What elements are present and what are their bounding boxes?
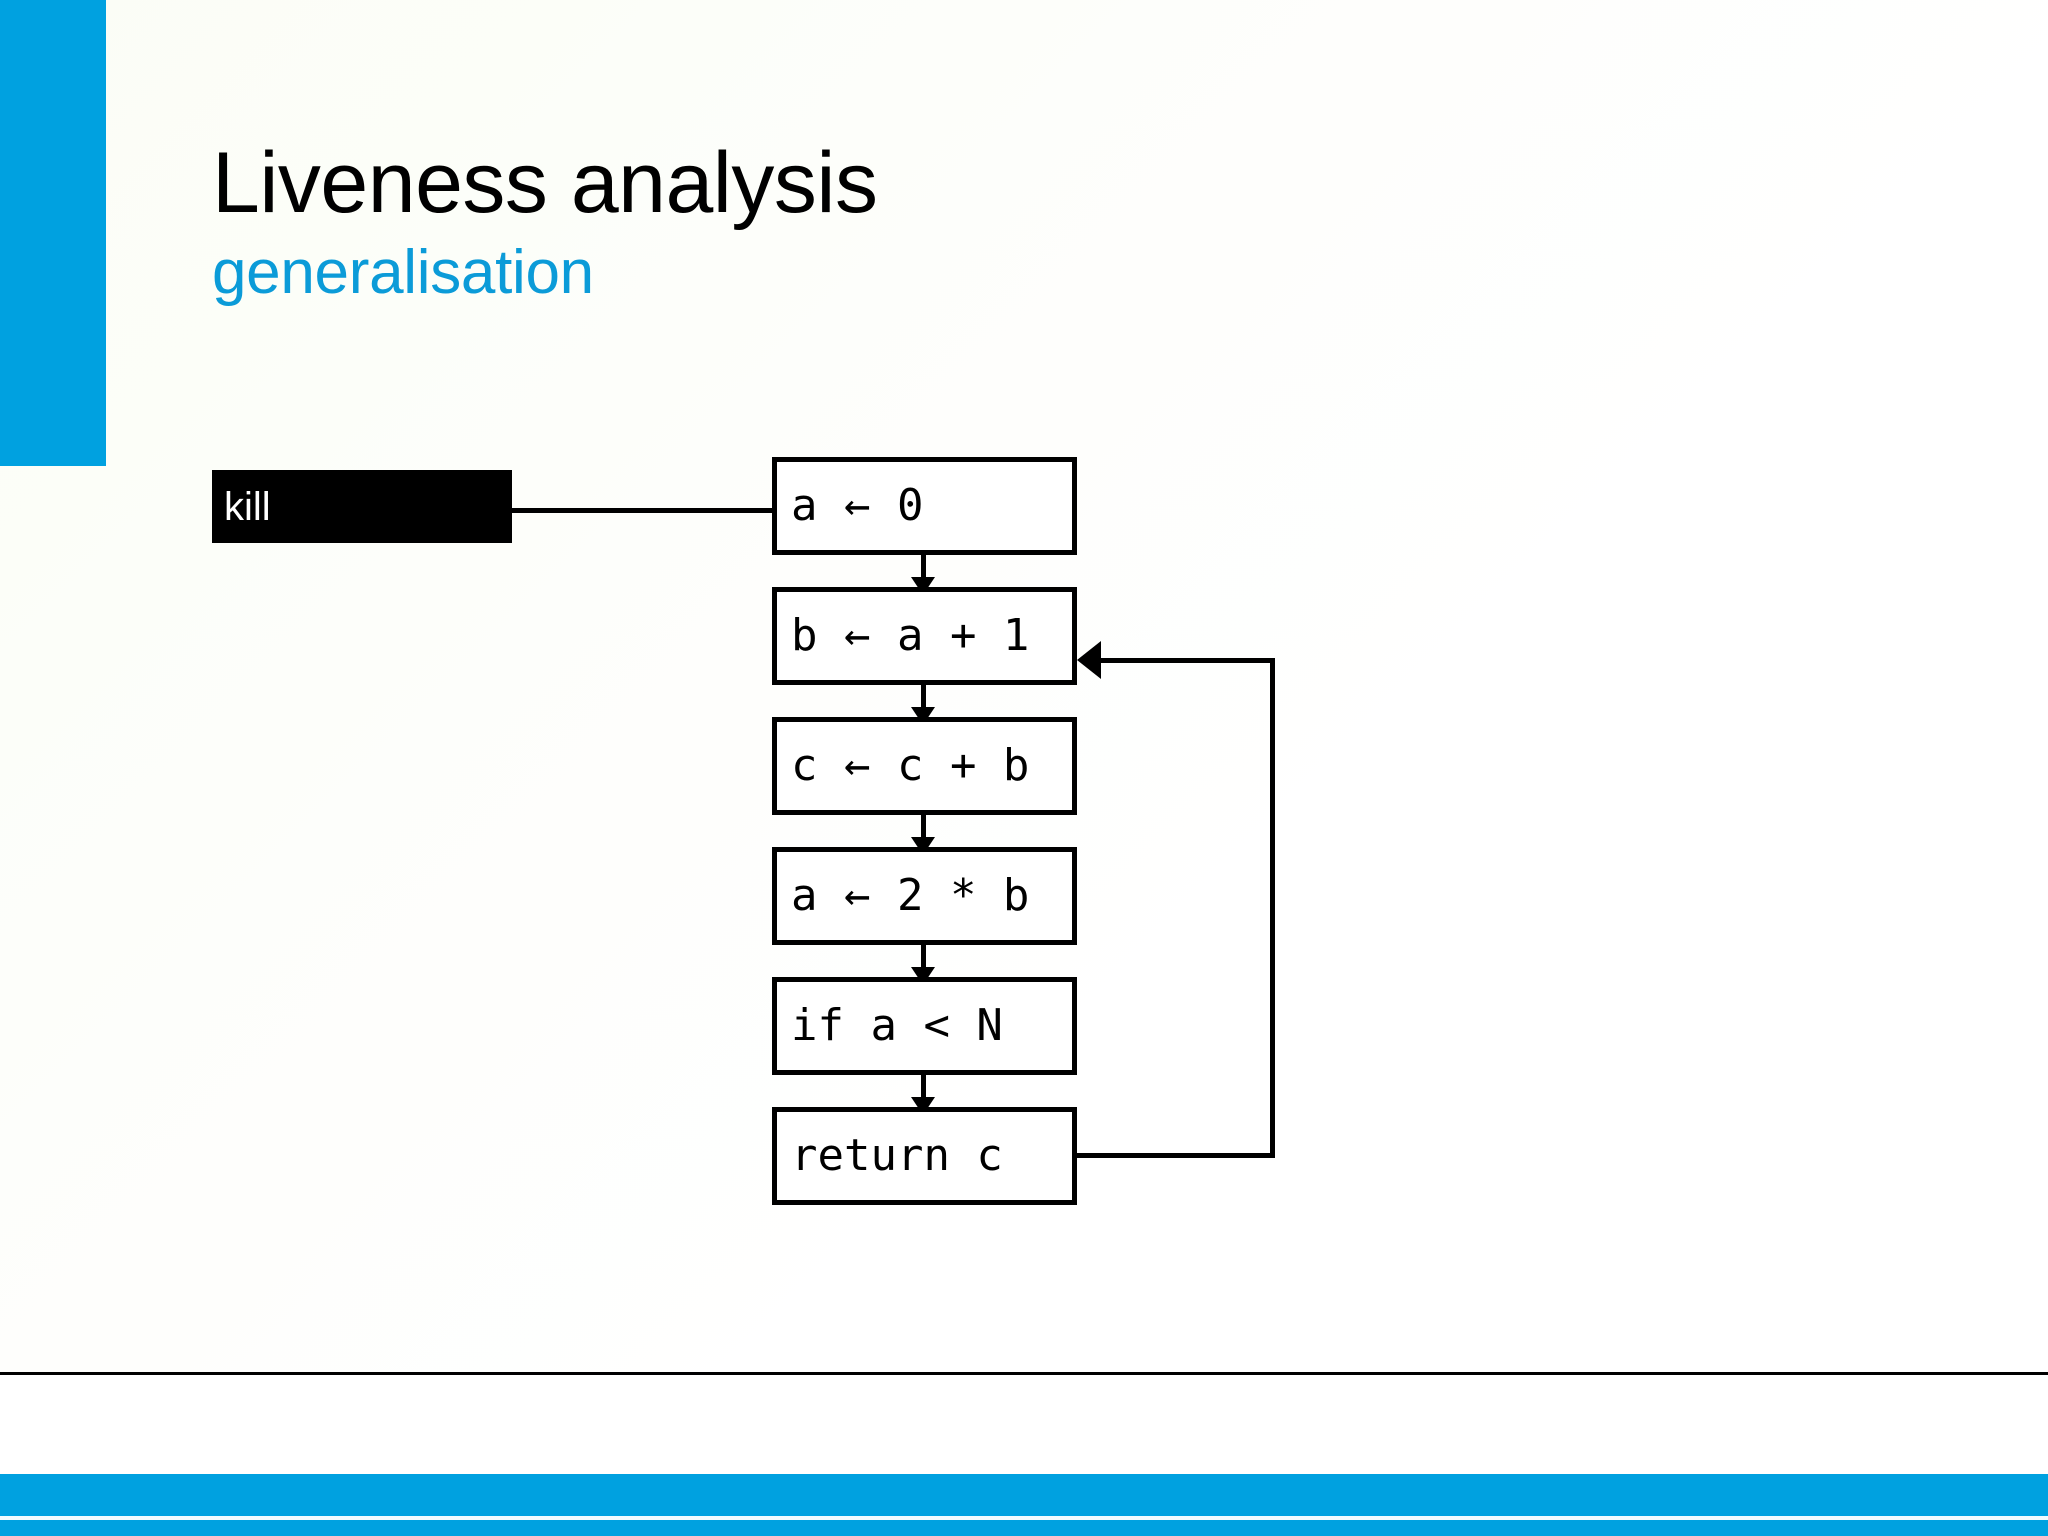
cfg-node-if-a-less-than-n: if a < N <box>772 977 1077 1075</box>
cfg-node-a-assign-2-times-b: a ← 2 * b <box>772 847 1077 945</box>
cfg-edge-n1-n2 <box>911 685 935 725</box>
cfg-edge-n0-n1 <box>911 555 935 595</box>
cfg-node-a-assign-zero: a ← 0 <box>772 457 1077 555</box>
kill-annotation-box: kill <box>212 470 512 543</box>
page-subtitle: generalisation <box>212 238 594 307</box>
cfg-node-return-c: return c <box>772 1107 1077 1205</box>
page-title: Liveness analysis <box>212 135 878 231</box>
bottom-accent-gap <box>0 1516 2048 1520</box>
cfg-loop-edge-vertical-segment <box>1270 658 1275 1158</box>
kill-annotation-label: kill <box>224 484 271 529</box>
bottom-accent-bar-primary <box>0 1474 2048 1516</box>
title-block: Liveness analysis generalisation <box>212 140 1712 304</box>
cfg-loop-edge-top-segment <box>1090 658 1275 663</box>
left-accent-bar <box>0 0 106 466</box>
cfg-edge-n3-n4 <box>911 945 935 985</box>
bottom-accent-bar-secondary <box>0 1520 2048 1536</box>
cfg-loop-edge-bottom-segment <box>1077 1153 1275 1158</box>
footer-divider <box>0 1372 2048 1375</box>
cfg-node-c-assign-c-plus-b: c ← c + b <box>772 717 1077 815</box>
cfg-node-b-assign-a-plus-1: b ← a + 1 <box>772 587 1077 685</box>
cfg-loop-edge-arrowhead-icon <box>1077 641 1101 679</box>
cfg-edge-n2-n3 <box>911 815 935 855</box>
kill-connector-line <box>512 508 774 513</box>
footer: TUDelft Dataflow Analysis 14 <box>0 1375 2048 1474</box>
cfg-edge-n4-n5 <box>911 1075 935 1115</box>
